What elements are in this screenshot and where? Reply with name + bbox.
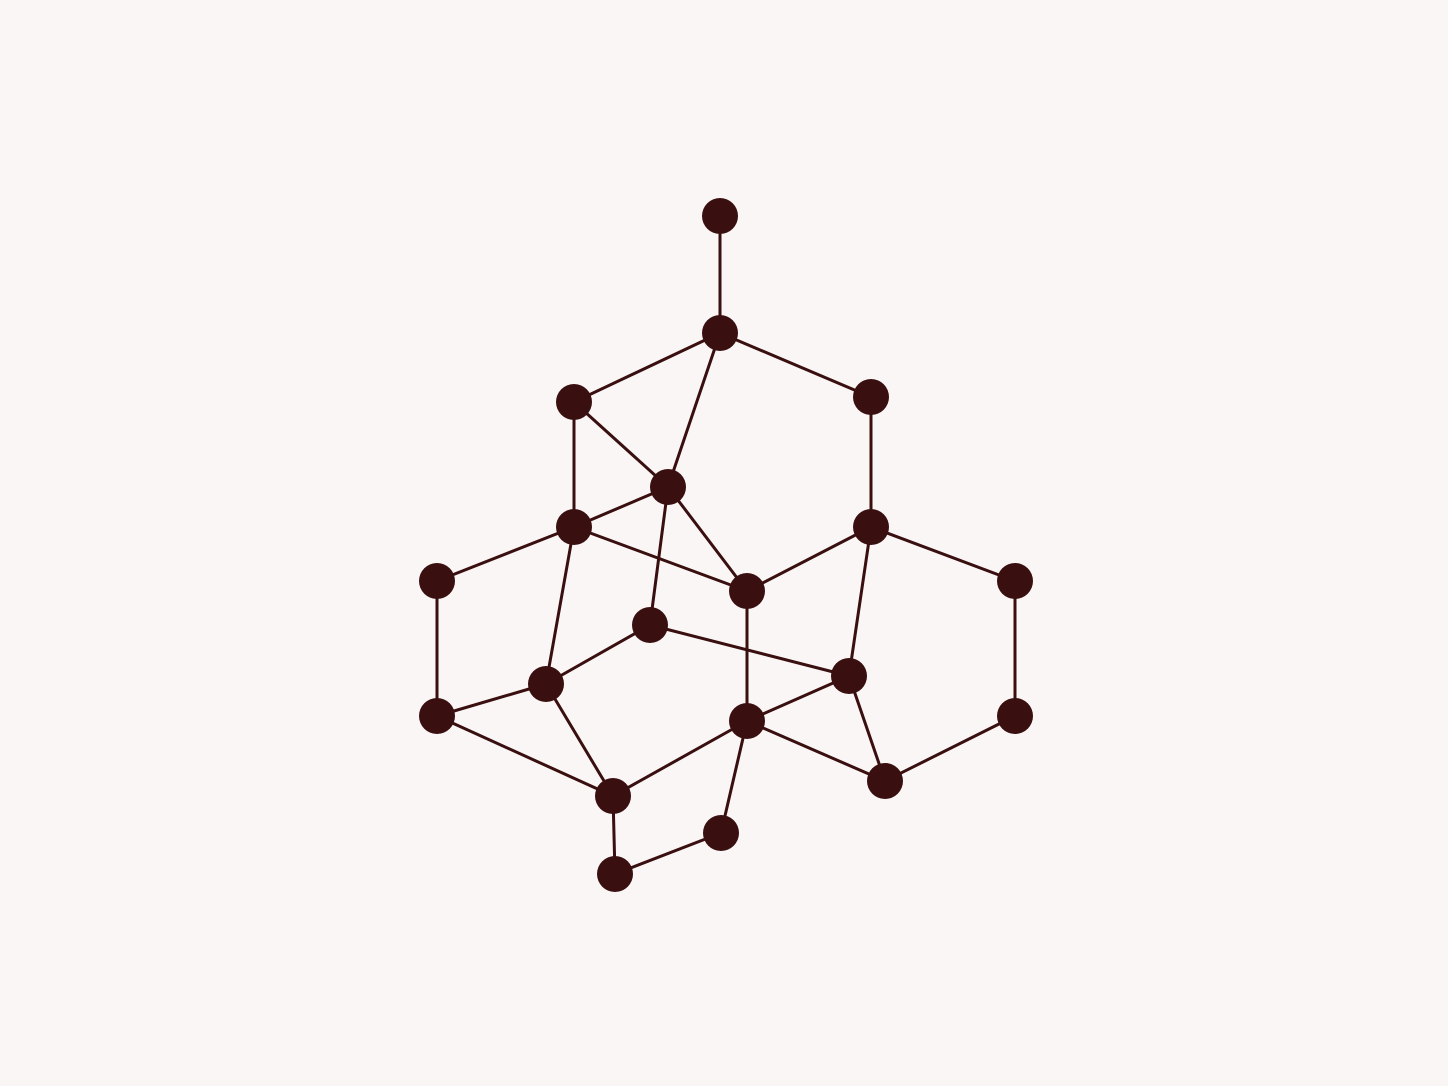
graph-edge bbox=[745, 719, 887, 783]
graph-edge bbox=[435, 682, 548, 718]
graph-edges bbox=[435, 214, 1017, 876]
graph-edge bbox=[666, 485, 749, 593]
graph-edge bbox=[648, 485, 670, 627]
graph-node bbox=[853, 509, 889, 545]
graph-edge bbox=[611, 719, 749, 798]
graph-edge bbox=[869, 525, 1017, 583]
graph-edge bbox=[745, 674, 851, 723]
graph-edge bbox=[613, 831, 723, 876]
graph-edge bbox=[648, 623, 851, 678]
graph-node bbox=[702, 315, 738, 351]
graph-edge bbox=[666, 331, 722, 489]
graph-edge bbox=[883, 714, 1017, 783]
graph-node bbox=[632, 607, 668, 643]
graph-nodes bbox=[419, 198, 1033, 892]
graph-node bbox=[528, 666, 564, 702]
graph-edge bbox=[847, 525, 873, 678]
graph-edge bbox=[847, 674, 887, 783]
graph-node bbox=[650, 469, 686, 505]
graph-node bbox=[997, 563, 1033, 599]
graph-node bbox=[595, 778, 631, 814]
graph-edge bbox=[435, 714, 615, 798]
graph-node bbox=[831, 658, 867, 694]
graph-edge bbox=[572, 331, 722, 404]
graph-node bbox=[867, 763, 903, 799]
graph-edge bbox=[745, 525, 873, 593]
graph-edge bbox=[544, 525, 576, 686]
graph-node bbox=[597, 856, 633, 892]
graph-node bbox=[729, 703, 765, 739]
graph-node bbox=[702, 198, 738, 234]
graph-edge bbox=[572, 400, 670, 489]
graph-node bbox=[419, 698, 455, 734]
graph-node bbox=[419, 563, 455, 599]
graph-node bbox=[853, 379, 889, 415]
graph-edge bbox=[572, 525, 749, 593]
graph-edge bbox=[718, 331, 873, 399]
graph-node bbox=[729, 573, 765, 609]
graph-edge bbox=[435, 525, 576, 583]
graph-edge bbox=[544, 623, 652, 686]
graph-edge bbox=[719, 719, 749, 835]
graph-node bbox=[556, 509, 592, 545]
graph-node bbox=[556, 384, 592, 420]
graph-node bbox=[997, 698, 1033, 734]
graph-node bbox=[703, 815, 739, 851]
graph-edge bbox=[544, 682, 615, 798]
